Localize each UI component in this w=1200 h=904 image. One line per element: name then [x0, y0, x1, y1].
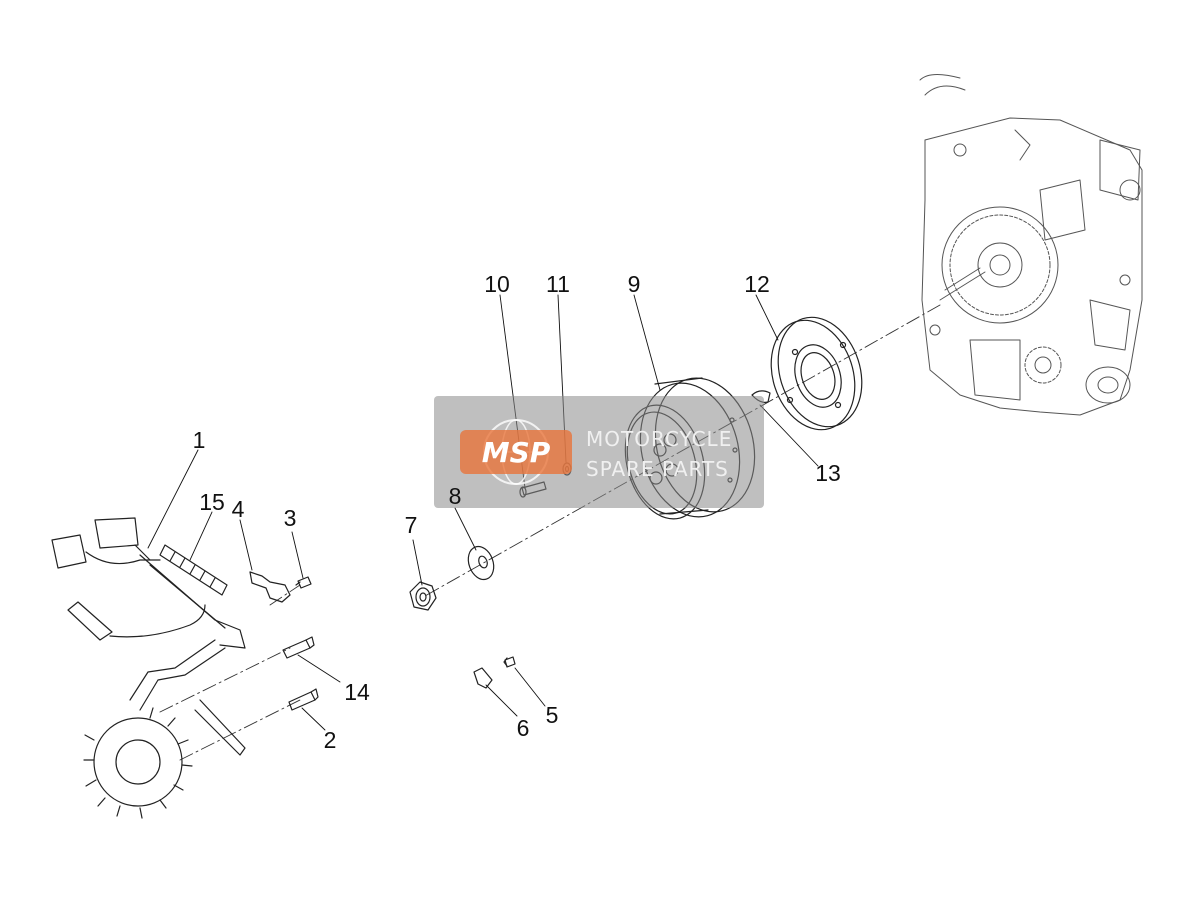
watermark-logo: MSP — [482, 436, 551, 469]
watermark-logo-box — [460, 430, 572, 474]
callout-3: 3 — [284, 505, 297, 531]
screw-part-2 — [288, 688, 319, 711]
engine-crankcase — [919, 74, 1143, 416]
screw-part-5 — [503, 656, 516, 668]
callout-12: 12 — [744, 271, 770, 297]
clip-part-6 — [473, 667, 493, 689]
leader-lines — [147, 294, 819, 731]
callout-4: 4 — [232, 496, 245, 522]
callout-7: 7 — [405, 512, 418, 538]
washer-part-8 — [467, 545, 495, 581]
callout-14: 14 — [344, 679, 370, 705]
callout-11: 11 — [546, 271, 570, 297]
callout-13: 13 — [815, 460, 841, 486]
callout-1: 1 — [193, 427, 206, 453]
watermark-line1: MOTORCYCLE — [586, 427, 732, 451]
watermark-line2: SPARE PARTS — [586, 457, 729, 481]
callout-10: 10 — [484, 271, 510, 297]
clamp-part-4 — [249, 571, 291, 603]
stator-harness-part-1 — [51, 517, 246, 819]
sleeve-part-15 — [159, 544, 228, 596]
callout-2: 2 — [324, 727, 337, 753]
screw-part-3 — [295, 576, 312, 589]
starter-clutch-part-12 — [770, 316, 863, 431]
callout-5: 5 — [546, 702, 559, 728]
callout-15: 15 — [199, 489, 225, 515]
callout-6: 6 — [517, 715, 530, 741]
callout-labels: 1 2 3 4 5 6 7 8 9 10 11 12 13 14 15 — [193, 271, 841, 753]
screw-part-14 — [282, 636, 315, 659]
nut-part-7 — [409, 581, 437, 611]
watermark-box — [434, 396, 764, 508]
callout-9: 9 — [628, 271, 641, 297]
assembly-axis-lines — [159, 304, 941, 761]
watermark: MSP MOTORCYCLE SPARE PARTS — [434, 396, 764, 508]
callout-8: 8 — [449, 483, 462, 509]
